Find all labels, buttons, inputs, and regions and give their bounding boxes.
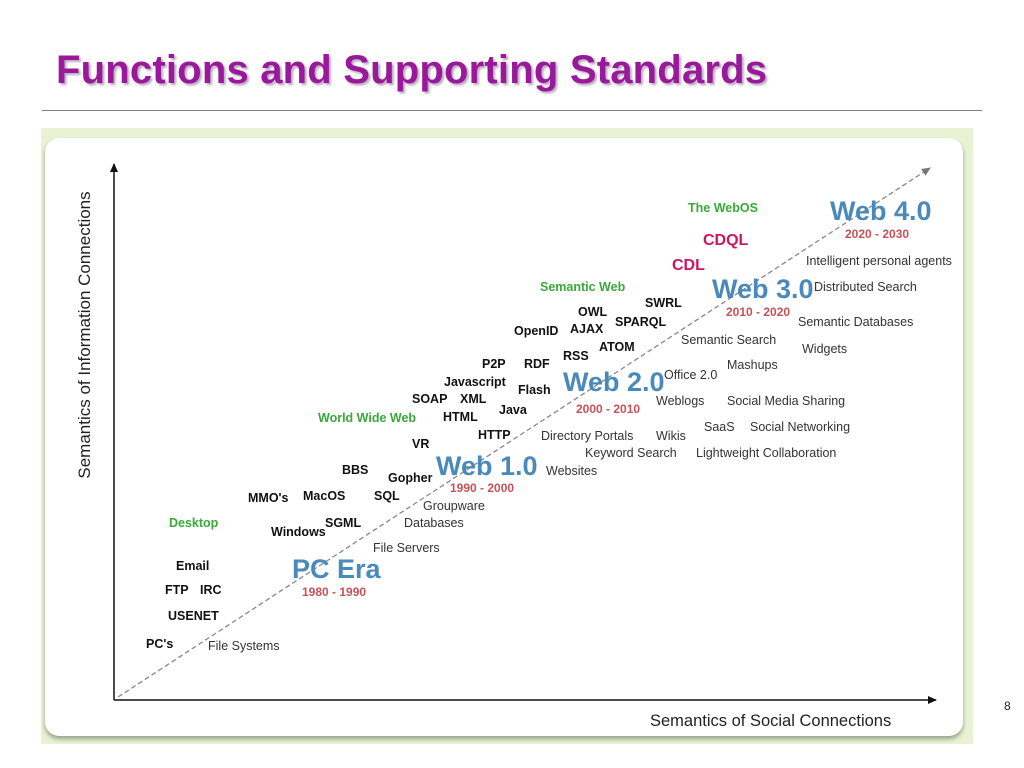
trend-line bbox=[117, 167, 931, 698]
tech-flash: Flash bbox=[518, 383, 551, 397]
service-websites: Websites bbox=[546, 464, 598, 478]
tech-gopher: Gopher bbox=[388, 471, 433, 485]
tech-rss: RSS bbox=[563, 349, 589, 363]
title-divider bbox=[42, 110, 982, 111]
language-cdql: CDQL bbox=[703, 232, 749, 249]
era-web-2: Web 2.0 bbox=[563, 367, 665, 397]
tech-xml: XML bbox=[460, 392, 487, 406]
service-widgets: Widgets bbox=[802, 342, 848, 356]
tech-sql: SQL bbox=[374, 489, 400, 503]
service-directory-portals: Directory Portals bbox=[541, 429, 634, 443]
tech-macos: MacOS bbox=[303, 489, 346, 503]
category-the-webos: The WebOS bbox=[688, 201, 758, 215]
service-intelligent-personal-agents: Intelligent personal agents bbox=[806, 254, 952, 268]
tech-windows: Windows bbox=[271, 525, 326, 539]
tech-sparql: SPARQL bbox=[615, 315, 667, 329]
era-web-1: Web 1.0 bbox=[436, 451, 538, 481]
service-social-networking: Social Networking bbox=[750, 420, 851, 434]
slide-title: Functions and Supporting Standards bbox=[56, 48, 768, 92]
era-web-3: Web 3.0 bbox=[712, 274, 814, 304]
tech-email: Email bbox=[176, 559, 210, 573]
service-lightweight-collaboration: Lightweight Collaboration bbox=[696, 446, 837, 460]
tech-html: HTML bbox=[443, 410, 478, 424]
era-web-3-years: 2010 - 2020 bbox=[726, 305, 791, 319]
tech-openid: OpenID bbox=[514, 324, 559, 338]
service-saas: SaaS bbox=[704, 420, 735, 434]
tech-ajax: AJAX bbox=[570, 322, 604, 336]
service-keyword-search: Keyword Search bbox=[585, 446, 677, 460]
tech-irc: IRC bbox=[200, 583, 222, 597]
service-semantic-databases: Semantic Databases bbox=[798, 315, 914, 329]
tech-javascript: Javascript bbox=[444, 375, 506, 389]
service-social-media-sharing: Social Media Sharing bbox=[727, 394, 846, 408]
diagram-frame bbox=[41, 128, 973, 744]
service-file-systems: File Systems bbox=[208, 639, 280, 653]
tech-usenet: USENET bbox=[168, 609, 219, 623]
service-distributed-search: Distributed Search bbox=[814, 280, 917, 294]
service-weblogs: Weblogs bbox=[656, 394, 705, 408]
tech-pcs: PC's bbox=[146, 637, 174, 651]
tech-mmos: MMO's bbox=[248, 491, 289, 505]
service-mashups: Mashups bbox=[727, 358, 778, 372]
tech-http: HTTP bbox=[478, 428, 511, 442]
y-axis-label: Semantics of Information Connections bbox=[75, 191, 94, 479]
era-web-1-years: 1990 - 2000 bbox=[450, 481, 515, 495]
service-office-2-0: Office 2.0 bbox=[664, 368, 718, 382]
x-axis-label: Semantics of Social Connections bbox=[650, 712, 892, 730]
tech-java: Java bbox=[499, 403, 527, 417]
service-file-servers: File Servers bbox=[373, 541, 440, 555]
tech-swrl: SWRL bbox=[645, 296, 682, 310]
era-web-4: Web 4.0 bbox=[830, 196, 932, 226]
service-databases: Databases bbox=[404, 516, 464, 530]
tech-sgml: SGML bbox=[325, 516, 362, 530]
tech-bbs: BBS bbox=[342, 463, 369, 477]
page-number: 8 bbox=[1004, 699, 1011, 713]
tech-p2p: P2P bbox=[482, 357, 506, 371]
service-semantic-search: Semantic Search bbox=[681, 333, 777, 347]
tech-owl: OWL bbox=[578, 305, 608, 319]
tech-soap: SOAP bbox=[412, 392, 448, 406]
era-pc-era: PC Era bbox=[292, 554, 381, 584]
tech-vr: VR bbox=[412, 437, 430, 451]
tech-ftp: FTP bbox=[165, 583, 189, 597]
era-web-2-years: 2000 - 2010 bbox=[576, 402, 641, 416]
era-web-4-years: 2020 - 2030 bbox=[845, 227, 910, 241]
service-groupware: Groupware bbox=[423, 499, 485, 513]
language-cdl: CDL bbox=[672, 257, 705, 274]
era-pc-era-years: 1980 - 1990 bbox=[302, 585, 367, 599]
diagram-panel bbox=[45, 138, 963, 736]
category-desktop: Desktop bbox=[169, 516, 219, 530]
tech-rdf: RDF bbox=[524, 357, 550, 371]
category-world-wide-web: World Wide Web bbox=[318, 411, 417, 425]
category-semantic-web: Semantic Web bbox=[540, 280, 626, 294]
tech-atom: ATOM bbox=[599, 340, 635, 354]
service-wikis: Wikis bbox=[656, 429, 686, 443]
